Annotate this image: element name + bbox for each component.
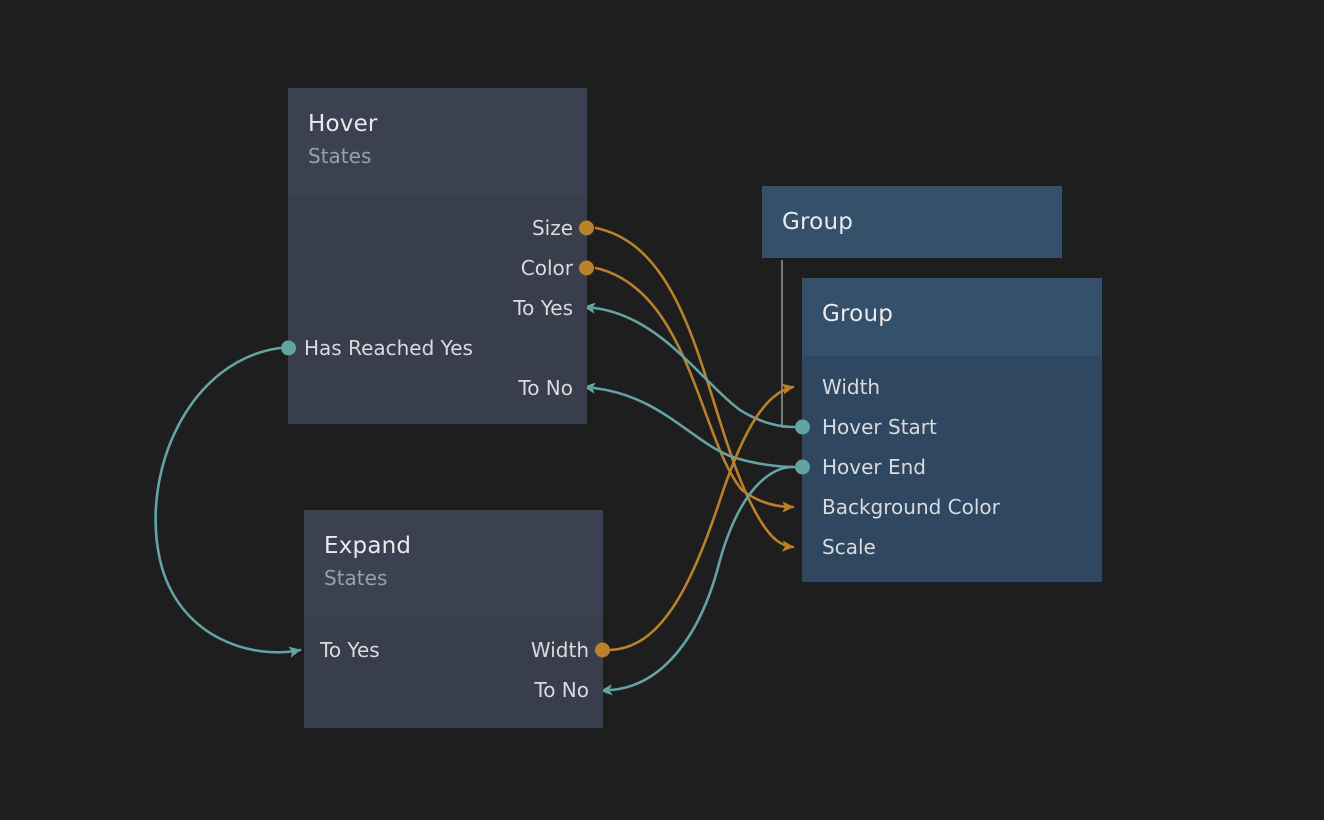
port-label: Has Reached Yes: [304, 336, 473, 360]
node-group-outer[interactable]: Group: [762, 186, 1062, 258]
port-group-inner-background-color-port[interactable]: Background Color: [802, 495, 1000, 519]
port-label: To No: [534, 678, 589, 702]
port-label: To Yes: [320, 638, 380, 662]
port-group-inner-scale-port[interactable]: Scale: [802, 535, 876, 559]
port-expand-to-yes-port[interactable]: To Yes: [304, 638, 380, 662]
port-hover-has-reached-yes-port[interactable]: Has Reached Yes: [281, 336, 473, 360]
port-label: Scale: [822, 535, 876, 559]
node-title: Group: [782, 209, 854, 235]
port-group-inner-hover-end-port[interactable]: Hover End: [795, 455, 927, 479]
edge-hover-start-to-hover-to-yes[interactable]: [583, 302, 796, 429]
edge-has-reached-yes-to-expand-to-yes[interactable]: [154, 346, 302, 658]
port-expand-to-no-port[interactable]: To No: [534, 678, 603, 702]
group-containment-line: [781, 260, 795, 428]
port-label: Width: [822, 375, 881, 399]
port-hover-color-port[interactable]: Color: [520, 256, 594, 280]
port-group-inner-width-port[interactable]: Width: [802, 375, 880, 399]
edge-hover-size-to-scale[interactable]: [594, 226, 795, 552]
port-label: Width: [530, 638, 589, 662]
port-label: Size: [531, 216, 573, 240]
node-title: Expand: [324, 533, 412, 559]
port-dot-teal-icon[interactable]: [795, 419, 810, 435]
node-subtitle: States: [308, 143, 372, 168]
port-label: Hover End: [822, 455, 927, 479]
port-hover-to-no-port[interactable]: To No: [518, 376, 587, 400]
port-dot-teal-icon[interactable]: [281, 340, 296, 356]
node-title: Group: [822, 301, 894, 327]
port-hover-to-yes-port[interactable]: To Yes: [513, 296, 587, 320]
port-dot-gold-icon[interactable]: [579, 220, 594, 236]
port-label: Color: [520, 256, 573, 280]
port-group-inner-hover-start-port[interactable]: Hover Start: [795, 415, 937, 439]
port-label: Hover Start: [822, 415, 937, 439]
node-header-group-outer[interactable]: Group: [762, 186, 1062, 258]
edge-hover-end-to-hover-to-no[interactable]: [583, 382, 796, 469]
edge-expand-width-to-group-width[interactable]: [608, 383, 795, 652]
node-subtitle: States: [324, 565, 388, 590]
port-label: Background Color: [822, 495, 1000, 519]
node-body-expand: Width To No To Yes: [304, 616, 610, 728]
port-dot-gold-icon[interactable]: [595, 642, 610, 658]
edge-hover-color-to-background[interactable]: [594, 266, 795, 513]
port-hover-size-port[interactable]: Size: [531, 216, 594, 240]
node-header-group-inner[interactable]: Group: [802, 278, 1102, 356]
port-label: To Yes: [513, 296, 573, 320]
port-label: To No: [518, 376, 573, 400]
port-dot-teal-icon[interactable]: [795, 459, 810, 475]
port-dot-gold-icon[interactable]: [579, 260, 594, 276]
edge-hover-end-to-expand-to-no[interactable]: [600, 465, 796, 696]
node-title: Hover: [308, 111, 378, 137]
port-expand-width-port[interactable]: Width: [530, 638, 610, 662]
